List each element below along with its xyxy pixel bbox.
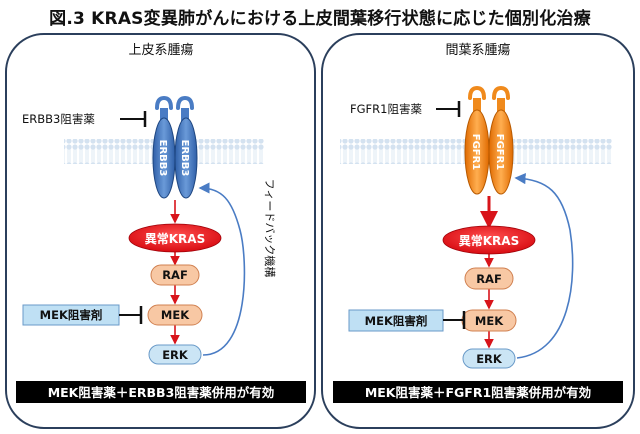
left-raf-label: RAF bbox=[162, 268, 188, 282]
page-title: 図.3 KRAS変異肺がんにおける上皮間葉移行状態に応じた個別化治療 bbox=[49, 9, 591, 29]
left-mek-label: MEK bbox=[161, 308, 190, 322]
left-inhibitor-label: ERBB3阻害薬 bbox=[22, 112, 95, 126]
right-feedback-arrow bbox=[514, 173, 574, 359]
erbb3-label-2: ERBB3 bbox=[179, 140, 190, 177]
erbb3-receptor: ERBB3 ERBB3 bbox=[152, 96, 198, 199]
left-raf-node bbox=[150, 264, 200, 286]
fgfr1-label-2: FGFR1 bbox=[494, 134, 505, 171]
right-mek-label: MEK bbox=[475, 314, 504, 328]
left-mek-node bbox=[147, 304, 203, 326]
right-erk-label: ERK bbox=[476, 352, 503, 366]
left-mutant-kras bbox=[128, 223, 222, 253]
left-feedback-label: フィードバック機構 bbox=[263, 179, 277, 278]
right-erk-node bbox=[462, 348, 516, 369]
left-erk-label: ERK bbox=[162, 348, 189, 362]
left-erk-node bbox=[148, 344, 202, 365]
right-inhibitor-label: FGFR1阻害薬 bbox=[350, 102, 422, 116]
fgfr1-receptor: FGFR1 FGFR1 bbox=[464, 86, 514, 195]
right-panel-heading: 間葉系腫瘍 bbox=[445, 42, 510, 58]
right-mek-inhibitor-label: MEK阻害剤 bbox=[365, 314, 428, 328]
left-mek-inhibitor-label: MEK阻害剤 bbox=[40, 308, 103, 322]
erbb3-label-1: ERBB3 bbox=[157, 140, 168, 177]
left-panel: 上皮系腫瘍 ERBB3阻害薬 ERBB3 ERBB3 異常KRAS RAF bbox=[5, 33, 316, 429]
right-mutant-kras bbox=[442, 225, 536, 255]
right-conclusion-text: MEK阻害薬＋FGFR1阻害薬併用が有効 bbox=[365, 385, 591, 400]
fgfr1-label-1: FGFR1 bbox=[470, 134, 481, 171]
right-panel: 間葉系腫瘍 FGFR1阻害薬 FGFR1 FGFR1 異常KRAS RAF bbox=[321, 33, 635, 429]
left-conclusion-bar bbox=[16, 381, 306, 403]
left-panel-heading: 上皮系腫瘍 bbox=[128, 42, 193, 58]
left-conclusion-text: MEK阻害薬＋ERBB3阻害薬併用が有効 bbox=[48, 385, 275, 400]
right-raf-label: RAF bbox=[476, 272, 502, 286]
right-raf-node bbox=[464, 267, 514, 290]
right-mutant-kras-label: 異常KRAS bbox=[459, 233, 519, 248]
right-conclusion-bar bbox=[333, 381, 623, 403]
left-mutant-kras-label: 異常KRAS bbox=[145, 231, 205, 246]
left-feedback-arrow bbox=[198, 182, 246, 356]
